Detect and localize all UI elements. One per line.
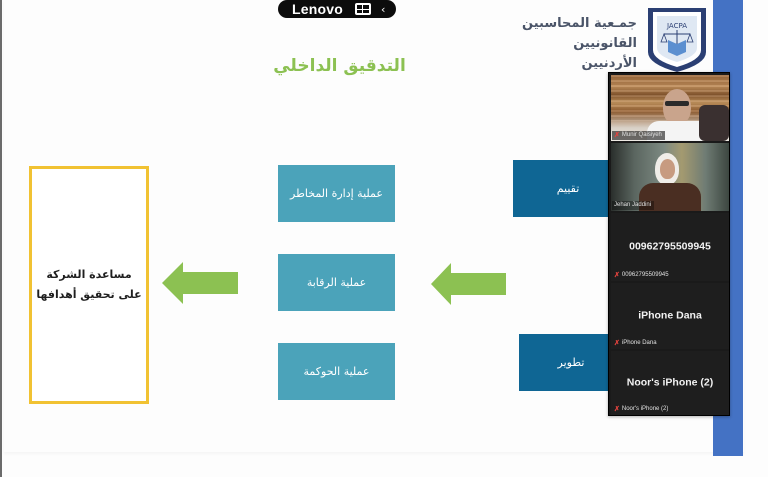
mic-off-icon: ✗: [614, 272, 620, 279]
participant-tile[interactable]: 00962795509945 ✗ 00962795509945: [611, 213, 729, 281]
org-name-line-2: القانونيين الأردنيين: [573, 36, 637, 71]
participant-tile[interactable]: Noor's iPhone (2) ✗ Noor's iPhone (2): [611, 351, 729, 415]
video-participants-panel[interactable]: ✗ Munir Qaisiyeh Jehan Jaddini 009627955…: [608, 72, 730, 416]
participant-name: iPhone Dana: [621, 340, 657, 346]
chevron-left-icon[interactable]: ‹: [380, 2, 386, 16]
chair: [699, 105, 729, 141]
participant-display-name: 00962795509945: [629, 240, 711, 253]
process-label: عملية الرقابة: [306, 276, 367, 289]
goal-box: مساعدة الشركة على تحقيق أهدافها: [29, 166, 149, 404]
mic-off-icon: ✗: [614, 340, 620, 347]
participant-display-name: iPhone Dana: [638, 309, 702, 322]
participant-tile[interactable]: Jehan Jaddini: [611, 143, 729, 211]
svg-text:JACPA: JACPA: [666, 22, 687, 30]
goal-text: مساعدة الشركة على تحقيق أهدافها: [36, 268, 142, 301]
participant-name-tag: ✗ Munir Qaisiyeh: [612, 131, 665, 140]
process-label: عملية الحوكمة: [303, 365, 370, 378]
clothing: [639, 183, 701, 211]
activity-label: تطوير: [557, 356, 585, 369]
participant-name: Munir Qaisiyeh: [621, 132, 662, 138]
process-governance: عملية الحوكمة: [278, 343, 395, 400]
participant-name-tag: ✗ iPhone Dana: [612, 339, 660, 348]
process-risk-management: عملية إدارة المخاطر: [278, 165, 395, 222]
slide-title: التدقيق الداخلي: [273, 56, 406, 76]
glasses: [665, 101, 689, 106]
participant-name: 00962795509945: [621, 272, 669, 278]
org-name-line-1: جمـعية المحاسبين: [522, 16, 637, 31]
participant-name-tag: Jehan Jaddini: [612, 201, 655, 210]
arrow-left-icon: [162, 262, 238, 304]
organization-name: جمـعية المحاسبين القانونيين الأردنيين: [519, 14, 637, 74]
process-label: عملية إدارة المخاطر: [290, 187, 383, 200]
activity-evaluate: تقييم: [513, 160, 613, 217]
mic-off-icon: ✗: [614, 132, 620, 139]
lenovo-brand: Lenovo: [292, 1, 343, 17]
arrow-left-icon: [431, 263, 506, 305]
participant-name: Noor's iPhone (2): [621, 406, 669, 412]
lenovo-overlay-bar[interactable]: Lenovo ‹: [278, 0, 396, 18]
participant-name-tag: ✗ Noor's iPhone (2): [612, 405, 671, 414]
activity-develop: تطوير: [519, 334, 613, 391]
process-control: عملية الرقابة: [278, 254, 395, 311]
jacpa-shield-logo-icon: JACPA: [648, 8, 706, 72]
participant-display-name: Noor's iPhone (2): [626, 376, 714, 389]
face: [660, 159, 675, 179]
participant-tile[interactable]: iPhone Dana ✗ iPhone Dana: [611, 283, 729, 349]
participant-tile[interactable]: ✗ Munir Qaisiyeh: [611, 75, 729, 141]
participant-video: [663, 89, 691, 125]
participant-name-tag: ✗ 00962795509945: [612, 271, 672, 280]
mic-off-icon: ✗: [614, 406, 620, 413]
participant-name: Jehan Jaddini: [614, 202, 652, 208]
activity-label: تقييم: [556, 182, 580, 195]
windows-grid-icon[interactable]: [354, 3, 371, 15]
